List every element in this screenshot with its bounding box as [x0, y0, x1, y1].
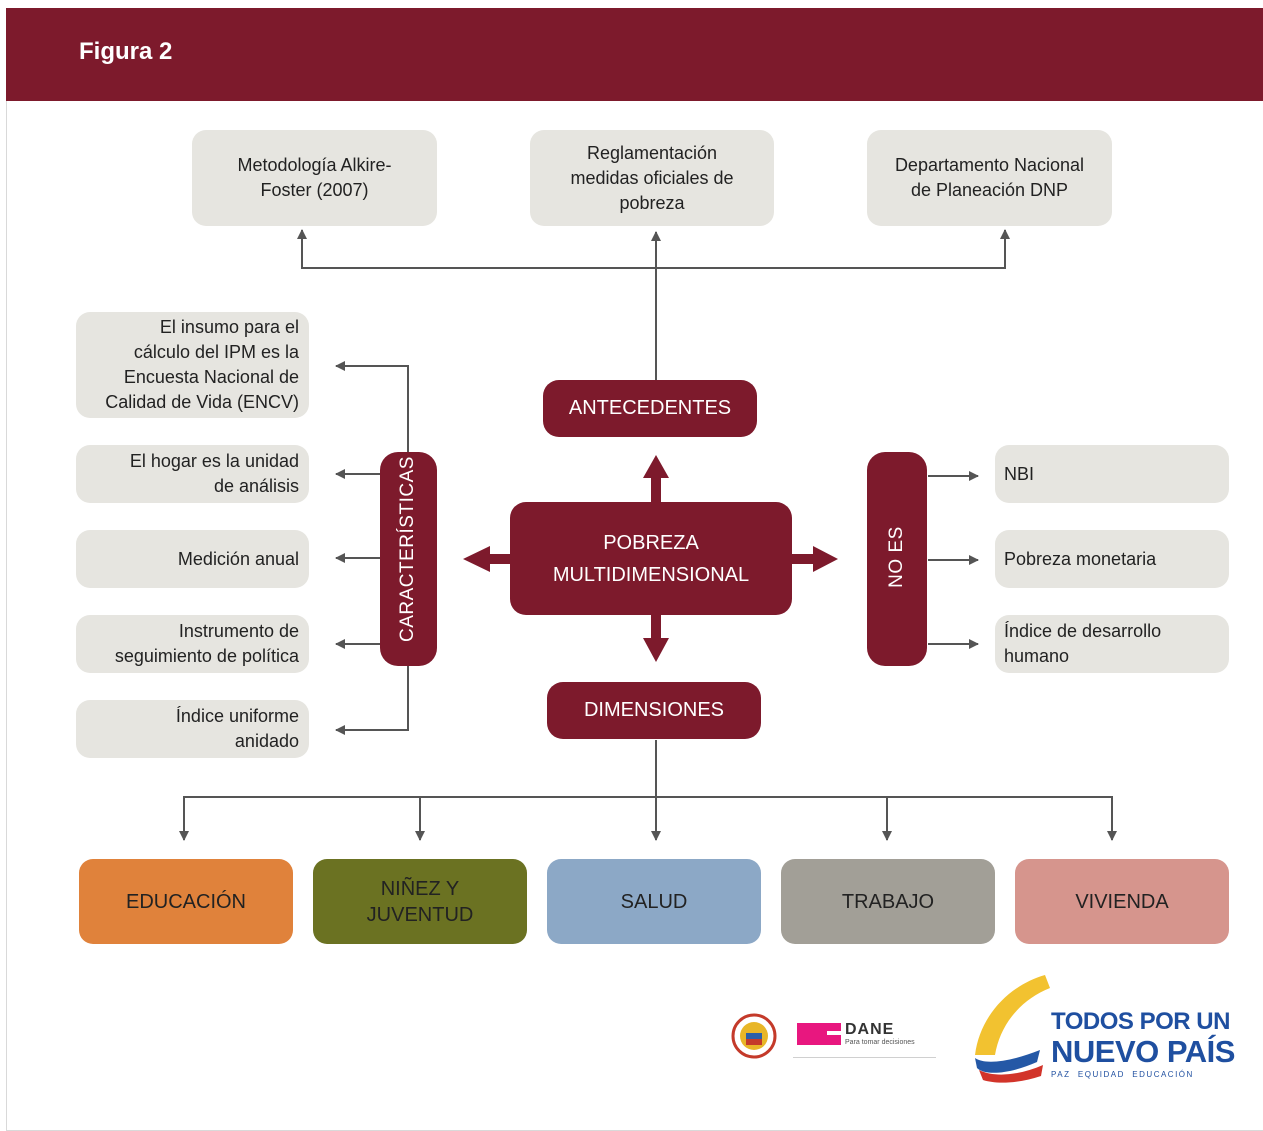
noes-box-1: NBI [995, 445, 1229, 503]
caracteristica-box-4: Instrumento de seguimiento de política [76, 615, 309, 673]
dimension-vivienda: VIVIENDA [1015, 859, 1229, 944]
c1-line1: El insumo para el [159, 317, 299, 337]
c1-line4: Calidad de Vida (ENCV) [105, 392, 299, 412]
dane-tagline: Para tomar decisiones [845, 1039, 915, 1046]
dimension-salud: SALUD [547, 859, 761, 944]
caracteristicas-bottom-line [335, 666, 409, 735]
center-right-arrow [791, 546, 838, 572]
noes-label: NO ES [886, 526, 907, 588]
d3-line1: SALUD [620, 890, 688, 913]
reglamentacion-box: Reglamentación medidas oficiales de pobrez… [530, 130, 774, 226]
reglamentacion-line3: pobreza [619, 192, 685, 213]
dane-text: DANE [845, 1021, 895, 1038]
antecedentes-branch-line [301, 232, 1006, 269]
c4-line1: Instrumento de [178, 621, 299, 641]
caracteristica-box-3: Medición anual [76, 530, 309, 588]
center-line2: MULTIDIMENSIONAL [552, 563, 750, 586]
antecedentes-box: ANTECEDENTES [543, 380, 757, 437]
reglamentacion-line2: medidas oficiales de [570, 167, 734, 188]
c1-line2: cálculo del IPM es la [133, 342, 299, 362]
d1-line1: EDUCACIÓN [125, 890, 246, 913]
d2-line1: NIÑEZ Y [380, 877, 460, 900]
c1-line3: Encuesta Nacional de [123, 367, 299, 387]
noes-box-2: Pobreza monetaria [995, 530, 1229, 588]
dnp-line1: Departamento Nacional [894, 155, 1085, 175]
d4-line1: TRABAJO [841, 890, 935, 913]
d2-line2: JUVENTUD [366, 903, 474, 926]
figure-header: Figura 2 [6, 8, 1263, 101]
c3-line1: Medición anual [177, 548, 299, 569]
dnp-box: Departamento Nacional de Planeación DNP [867, 130, 1112, 226]
dane-logo: DANE Para tomar decisiones [797, 1021, 927, 1051]
dimension-educacion: EDUCACIÓN [79, 859, 293, 944]
todos-por-un-nuevo-pais-logo: TODOS POR UN NUEVO PAÍS PAZ EQUIDAD EDUC… [965, 970, 1235, 1085]
n2-line1: Pobreza monetaria [1004, 548, 1157, 569]
antecedentes-label: ANTECEDENTES [568, 397, 732, 419]
center-left-arrow [463, 546, 512, 572]
n3-line1: Índice de desarrollo [1004, 621, 1162, 641]
figure-title: Figura 2 [79, 38, 173, 65]
caracteristica-box-1: El insumo para el cálculo del IPM es la En… [76, 312, 309, 418]
center-up-arrow [643, 455, 669, 505]
swoosh-icon [975, 975, 1050, 1083]
c5-line1: Índice uniforme [175, 706, 299, 726]
caracteristica-box-2: El hogar es la unidad de análisis [76, 445, 309, 503]
caracteristicas-bar [380, 452, 437, 666]
logo-divider-line [793, 1057, 936, 1058]
center-down-arrow [643, 612, 669, 662]
alkire-line2: Foster (2007) [260, 180, 369, 200]
c5-line2: anidado [234, 731, 299, 751]
c2-line2: de análisis [213, 476, 299, 496]
n1-line1: NBI [1004, 463, 1035, 484]
dimension-ninez-juventud: NIÑEZ Y JUVENTUD [313, 859, 527, 944]
caracteristicas-top-line [335, 361, 409, 455]
dane-mark-icon [797, 1023, 841, 1045]
caracteristica-box-5: Índice uniforme anidado [76, 700, 309, 758]
dimensiones-branch-line [183, 796, 1113, 840]
noes-box-3: Índice de desarrollo humano [995, 615, 1229, 673]
alkire-line1: Metodología Alkire- [237, 155, 392, 175]
reglamentacion-line1: Reglamentación [586, 142, 718, 163]
n3-line2: humano [1004, 646, 1070, 666]
dimensiones-label: DIMENSIONES [583, 699, 725, 721]
noes-bar [867, 452, 927, 666]
caracteristicas-label: CARACTERÍSTICAS [397, 456, 418, 642]
dnp-line2: de Planeación DNP [910, 180, 1069, 200]
seal-icon [731, 1013, 777, 1059]
center-box: POBREZA MULTIDIMENSIONAL [510, 502, 792, 615]
alkire-foster-box: Metodología Alkire- Foster (2007) [192, 130, 437, 226]
center-line1: POBREZA [603, 531, 699, 554]
brand-line2: NUEVO PAÍS [1051, 1034, 1235, 1069]
dane-mark-stripe [827, 1031, 841, 1035]
colombia-seal-logo [731, 1013, 777, 1059]
c4-line2: seguimiento de política [114, 646, 299, 666]
brand-line3: PAZ EQUIDAD EDUCACIÓN [1051, 1070, 1194, 1079]
dimensiones-box: DIMENSIONES [547, 682, 761, 739]
dimension-trabajo: TRABAJO [781, 859, 995, 944]
c2-line1: El hogar es la unidad [129, 451, 299, 471]
brand-line1: TODOS POR UN [1051, 1008, 1230, 1035]
d5-line1: VIVIENDA [1075, 890, 1169, 913]
